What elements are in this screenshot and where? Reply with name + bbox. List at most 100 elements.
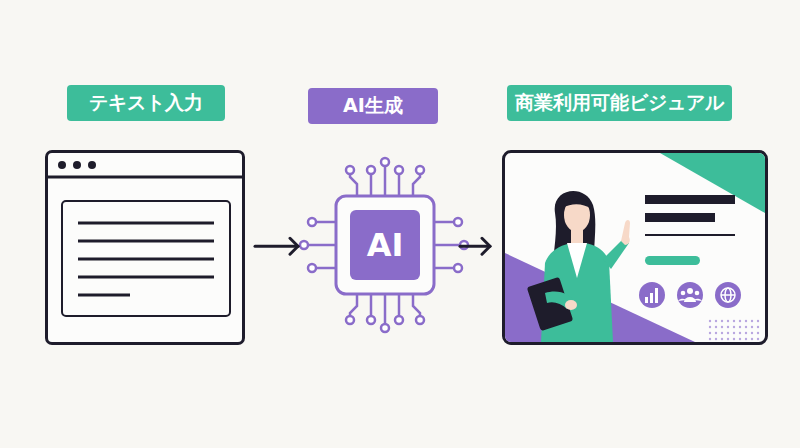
slide-bar: [645, 195, 735, 204]
lead-pad: [308, 218, 316, 226]
grid-dot: [709, 326, 711, 328]
text-line: [78, 294, 130, 297]
grid-dot: [745, 338, 747, 340]
browser-window-border: [45, 150, 245, 345]
lead-pad: [395, 316, 403, 324]
lead-pad: [395, 166, 403, 174]
grid-dot: [751, 338, 753, 340]
lead-pad: [454, 218, 462, 226]
shirt: [567, 243, 587, 278]
grid-dot: [733, 326, 735, 328]
grid-dot: [709, 332, 711, 334]
holding-hand: [565, 300, 577, 310]
grid-dot: [709, 338, 711, 340]
grid-dot: [733, 338, 735, 340]
grid-dot: [715, 326, 717, 328]
person-body: [694, 299, 702, 301]
chip-lead: [398, 294, 401, 316]
people-icon: [677, 282, 703, 308]
fringe: [563, 197, 591, 209]
slide-bar: [645, 213, 715, 222]
step-label: 商業利用可能ビジュアル: [507, 85, 732, 121]
lead-pad: [454, 264, 462, 272]
globe-outline: [721, 288, 735, 302]
chip-lead: [413, 174, 420, 196]
chip-text: AI: [350, 210, 420, 280]
chip-lead: [370, 174, 373, 196]
lead-pad: [381, 158, 389, 166]
lead-pad: [416, 166, 424, 174]
grid-dot: [721, 320, 723, 322]
lead-pad: [367, 316, 375, 324]
step-label: AI生成: [308, 88, 438, 124]
chip-lead: [398, 174, 401, 196]
slide-pill: [645, 256, 700, 265]
chip-leads: [308, 166, 460, 324]
grid-dot: [733, 332, 735, 334]
visual-frame-border: [502, 150, 768, 345]
text-line: [78, 276, 214, 279]
person-head: [681, 291, 686, 296]
lead-pad: [416, 316, 424, 324]
chip-lead: [370, 294, 373, 316]
grid-dot: [751, 332, 753, 334]
grid-dot: [745, 326, 747, 328]
chip-body: [336, 196, 434, 294]
grid-dot: [721, 332, 723, 334]
grid-dot: [721, 338, 723, 340]
grid-dot: [715, 338, 717, 340]
text-line: [78, 240, 214, 243]
grid-dot: [739, 338, 741, 340]
chart-bars: [645, 288, 658, 303]
lead-pad: [300, 241, 308, 249]
browser-window: テキスト入力: [45, 150, 245, 345]
text-line: [78, 258, 214, 261]
globe-icon: [715, 282, 741, 308]
lead-pad: [460, 241, 468, 249]
grid-dot: [709, 320, 711, 322]
chip-lead: [350, 174, 357, 196]
lead-pad: [346, 316, 354, 324]
window-dot: [58, 161, 66, 169]
flow-arrow: [255, 245, 298, 248]
grid-dot: [757, 326, 759, 328]
bar: [645, 297, 648, 303]
visual-art: [505, 153, 765, 342]
chart-icon: [639, 282, 665, 308]
grid-dot: [751, 320, 753, 322]
grid-dot: [757, 320, 759, 322]
grid-dot: [745, 332, 747, 334]
grid-dot: [739, 326, 741, 328]
grid-dot: [733, 320, 735, 322]
grid-dot: [757, 338, 759, 340]
chip-core: [350, 210, 420, 280]
grid-dot: [727, 338, 729, 340]
grid-dot: [715, 320, 717, 322]
bar: [650, 293, 653, 303]
visual-frame: 商業利用可能ビジュアル: [502, 150, 768, 345]
grid-dot: [721, 326, 723, 328]
bar: [655, 288, 658, 303]
lead-pad: [367, 166, 375, 174]
person-body: [678, 299, 686, 301]
lead-pad: [308, 264, 316, 272]
grid-dot: [751, 326, 753, 328]
chip-lead: [434, 221, 454, 224]
browser-window-art: [48, 153, 242, 342]
slide-line: [645, 234, 735, 236]
dot-grid: [709, 320, 759, 340]
chip-lead: [434, 244, 460, 247]
chip-lead: [316, 221, 336, 224]
person-head: [695, 291, 700, 296]
grid-dot: [745, 320, 747, 322]
grid-dot: [727, 320, 729, 322]
text-line: [78, 222, 214, 225]
globe-lines: [721, 288, 735, 302]
globe-equator: [721, 294, 735, 296]
chip-lead: [316, 267, 336, 270]
chip-lead: [350, 294, 357, 316]
window-dot: [88, 161, 96, 169]
flow-arrow: [460, 245, 490, 248]
